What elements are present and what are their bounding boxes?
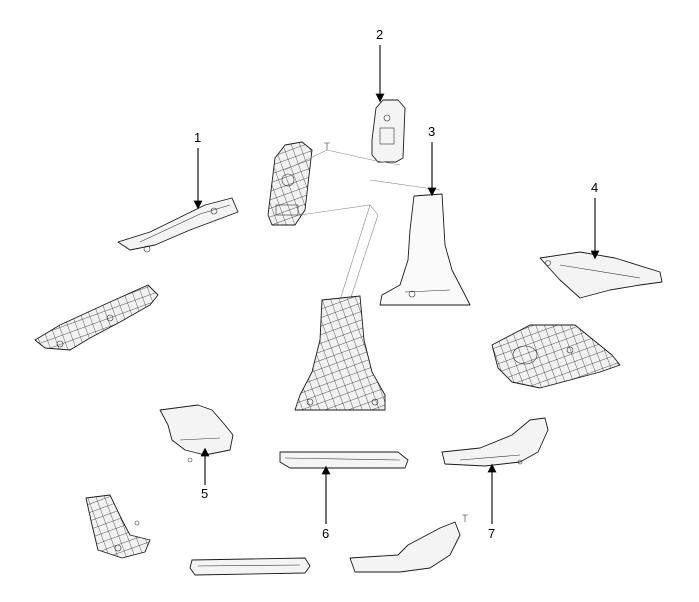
- part-6-scuff-plate: [279, 451, 409, 469]
- part-5-kick-panel: [159, 404, 234, 463]
- part-7-rear-scuff: [441, 417, 549, 467]
- part-3-center-pillar-upper-trim: [379, 193, 471, 306]
- callout-6: 6: [321, 465, 331, 541]
- lower-front-trim: [85, 494, 151, 559]
- callout-label: 7: [488, 526, 495, 541]
- callout-label: 4: [591, 180, 598, 195]
- part-1-front-pillar-trim: [117, 197, 239, 253]
- callout-5: 5: [200, 447, 210, 501]
- callout-4: 4: [590, 180, 600, 260]
- callout-label: 6: [322, 526, 329, 541]
- callout-label: 1: [194, 130, 201, 145]
- front-pillar-lower-trim: [34, 284, 159, 351]
- quarter-lower-trim: [491, 324, 621, 389]
- callout-2: 2: [375, 27, 385, 103]
- callout-7: 7: [487, 463, 497, 541]
- callout-label: 5: [201, 486, 208, 501]
- screw-icon: [324, 142, 330, 150]
- callout-1: 1: [193, 130, 203, 210]
- part-4-quarter-upper-trim: [539, 251, 663, 299]
- lower-scuff-plate: [189, 557, 311, 576]
- part-2-belt-guide: [371, 99, 406, 163]
- center-pillar-upper-panel: [267, 141, 313, 226]
- rear-lower-trim: [349, 514, 468, 573]
- callout-3: 3: [427, 124, 437, 197]
- callout-label: 3: [428, 124, 435, 139]
- center-pillar-lower-trim: [294, 295, 386, 411]
- callout-label: 2: [376, 27, 383, 42]
